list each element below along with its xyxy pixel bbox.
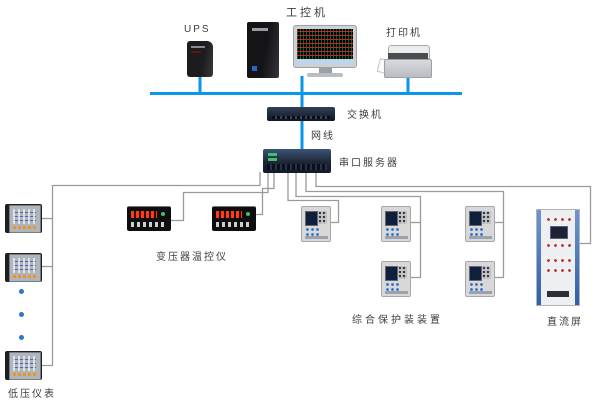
label-strip	[385, 291, 408, 294]
dc-panel-screen	[550, 226, 568, 239]
industrial-pc-label: 工控机	[286, 7, 328, 19]
meter-lcd	[13, 209, 36, 224]
dc-panel-cabinet	[536, 209, 580, 306]
protection-device-label: 综合保护装装置	[352, 315, 443, 326]
status-led	[161, 212, 165, 216]
relay-screen	[385, 211, 398, 226]
protection-device-4	[465, 206, 495, 242]
button-grid	[318, 211, 327, 224]
nav-buttons	[469, 227, 485, 236]
nav-buttons	[385, 282, 401, 291]
ellipsis-dot	[19, 289, 24, 294]
button-grid	[482, 266, 491, 279]
temp-controller-label: 变压器温控仪	[156, 252, 228, 263]
serial-server-device	[263, 149, 331, 173]
button-grid	[482, 211, 491, 224]
label-strip	[469, 291, 492, 294]
indicator-row	[545, 268, 571, 273]
button-grid	[398, 211, 407, 224]
indicator-row	[545, 258, 571, 263]
ellipsis-dot	[19, 312, 24, 317]
network-cable-label: 网线	[311, 131, 335, 142]
serial-port-tag	[268, 158, 277, 161]
printer-device	[376, 45, 432, 78]
meter-face	[9, 254, 41, 282]
relay-screen	[469, 211, 482, 226]
protection-device-3	[381, 261, 411, 297]
industrial-pc-tower	[247, 22, 279, 78]
scada-screen	[297, 29, 353, 64]
dc-panel-label: 直流屏	[547, 317, 583, 328]
ethernet-switch-device	[267, 107, 335, 121]
meter-caption	[13, 373, 36, 376]
nav-buttons	[469, 282, 485, 291]
meter-face	[9, 205, 41, 233]
lv-meter-3	[5, 351, 42, 380]
protection-device-2	[381, 206, 411, 242]
status-led	[246, 212, 250, 216]
protection-device-1	[301, 206, 331, 242]
protection-device-5	[465, 261, 495, 297]
relay-screen	[305, 211, 318, 226]
printer-band	[388, 53, 428, 60]
temp-controller-1	[127, 206, 171, 231]
ups-body	[187, 41, 213, 77]
led-display	[216, 211, 242, 218]
button-grid	[398, 266, 407, 279]
key-row	[216, 222, 252, 227]
line-protection1	[287, 172, 340, 224]
label-strip	[385, 236, 408, 239]
line-meter-bus	[41, 172, 261, 367]
serial-server-label: 串口服务器	[339, 158, 399, 169]
lv-meter-2	[5, 253, 42, 282]
lv-meter-label: 低压仪表	[8, 389, 56, 400]
industrial-pc-monitor	[293, 25, 357, 68]
indicator-row	[545, 243, 571, 248]
printer-label: 打印机	[386, 28, 422, 39]
ups-device	[181, 41, 221, 78]
indicator-row	[545, 217, 571, 222]
lv-meter-1	[5, 204, 42, 233]
line-protection-mid-col	[295, 172, 422, 279]
meter-lcd	[13, 258, 36, 273]
line-tempctrl2	[255, 172, 275, 216]
meter-caption	[13, 226, 36, 229]
nav-buttons	[385, 227, 401, 236]
meter-lcd	[13, 356, 36, 371]
ups-label: UPS	[184, 24, 211, 35]
line-tempctrl1	[170, 172, 269, 222]
printer-base	[384, 59, 432, 78]
switch-label: 交换机	[347, 110, 383, 121]
label-strip	[469, 236, 492, 239]
ellipsis-dot	[19, 335, 24, 340]
line-protection-right-col	[305, 172, 505, 279]
line-dc-panel	[315, 172, 592, 245]
cabinet-slot	[547, 291, 569, 297]
meter-face	[9, 352, 41, 380]
meter-caption	[13, 275, 36, 278]
monitor-base	[307, 73, 343, 77]
led-display	[131, 211, 157, 218]
relay-screen	[469, 266, 482, 281]
serial-port-tag	[268, 153, 277, 156]
key-row	[131, 222, 167, 227]
temp-controller-2	[212, 206, 256, 231]
relay-screen	[385, 266, 398, 281]
monitor-stand	[319, 68, 332, 73]
label-strip	[305, 236, 328, 239]
nav-buttons	[305, 227, 321, 236]
